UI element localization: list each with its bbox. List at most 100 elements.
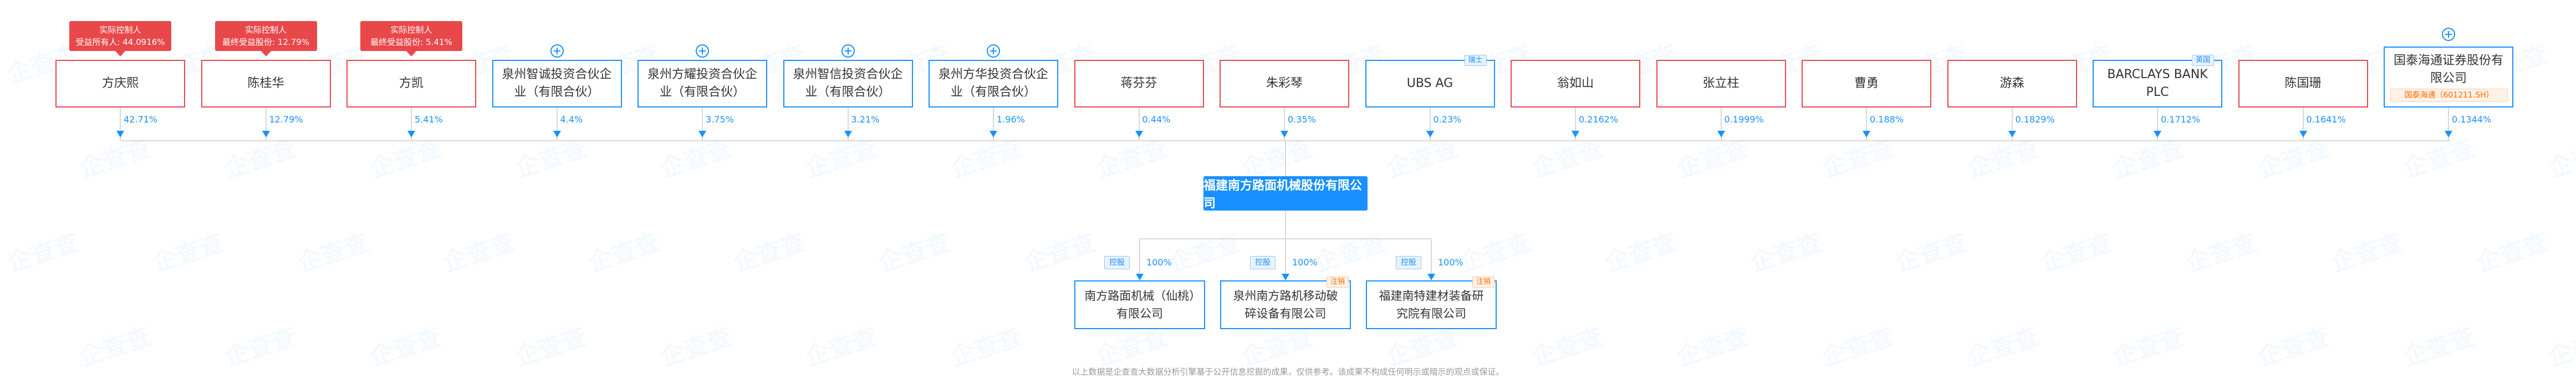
subsidiary-name: 福建南特建材装备研究院有限公司 [1379,289,1484,320]
watermark-text: 企查查 [947,322,1026,372]
shareholder-box[interactable]: 曹勇 [1802,60,1931,108]
shareholder-name: 泉州方华投资合伙企业（有限合伙） [938,68,1048,99]
expand-plus-icon[interactable] [2442,28,2455,41]
shareholder-name: 陈国珊 [2284,76,2322,90]
watermark-text: 企查查 [75,134,155,183]
trunk-line-top [1285,140,1286,176]
watermark-text: 企查查 [1891,228,1971,278]
shareholder-name: 泉州智信投资合伙企业（有限合伙） [793,68,903,99]
down-arrow-icon [698,131,706,137]
shareholder-box[interactable]: 陈国珊 [2238,60,2368,108]
shareholder-box[interactable]: UBS AG [1365,60,1495,108]
shareholder-box[interactable]: BARCLAYS BANK PLC [2093,60,2222,108]
down-arrow-icon [1282,274,1289,280]
shareholder-box[interactable]: 翁如山 [1511,60,1640,108]
badge-detail: 受益所有人: 44.0916% [75,37,165,47]
down-arrow-icon [2445,131,2452,137]
expand-plus-icon[interactable] [696,44,709,58]
shareholder-name: UBS AG [1406,76,1453,90]
trunk-line-bottom [1285,211,1286,238]
watermark-text: 企查查 [2544,322,2576,372]
subsidiary-box[interactable]: 泉州南方路机移动破碎设备有限公司 [1220,280,1351,329]
shareholder-connector [702,108,703,140]
watermark-text: 企查查 [584,228,664,278]
shareholder-box[interactable]: 游森 [1947,60,2077,108]
watermark-text: 企查查 [366,134,445,183]
watermark-text: 企查查 [1092,134,1171,183]
disclaimer-text: 以上数据是企查查大数据分析引擎基于公开信息挖掘的成果，仅供参考。该成果不构成任何… [1072,367,1504,377]
watermark-text: 企查查 [1310,228,1390,278]
watermark-text: 企查查 [439,228,518,278]
down-arrow-icon [1863,131,1870,137]
target-company-box[interactable]: 福建南方路面机械股份有限公司 [1203,176,1368,211]
watermark-text: 企查查 [1528,322,1607,372]
down-arrow-icon [553,131,561,137]
share-percentage: 5.41% [415,114,443,125]
watermark-text: 企查查 [1673,134,1752,183]
watermark-text: 企查查 [366,322,445,372]
expand-plus-icon[interactable] [841,44,855,58]
shareholder-connector [265,108,267,140]
subsidiary-name: 泉州南方路机移动破碎设备有限公司 [1233,289,1338,320]
watermark-text: 企查查 [221,134,300,183]
share-percentage: 42.71% [124,114,158,125]
shareholder-box[interactable]: 方庆熙 [55,60,185,108]
stock-code-tag[interactable]: 国泰海通（601211.SH） [2390,89,2508,102]
shareholder-box[interactable]: 张立柱 [1656,60,1786,108]
shareholder-connector [556,108,558,140]
shareholder-connector [2302,108,2304,140]
country-tag: 英国 [2192,55,2215,66]
down-arrow-icon [116,131,124,137]
actual-controller-badge: 实际控制人最终受益股份: 5.41% [360,21,462,57]
expand-plus-icon[interactable] [987,44,1000,58]
watermark-text: 企查查 [730,228,809,278]
share-percentage: 4.4% [560,114,583,125]
shareholder-box[interactable]: 泉州智诚投资合伙企业（有限合伙） [492,60,622,108]
watermark-text: 企查查 [2254,322,2333,372]
shareholder-box[interactable]: 朱彩琴 [1220,60,1349,108]
shareholder-connector [993,108,994,140]
share-percentage: 0.1641% [2306,114,2346,125]
control-tag: 控股 [1250,256,1276,269]
subsidiary-box[interactable]: 南方路面机械（仙桃）有限公司 [1074,280,1205,329]
watermark-text: 企查查 [802,322,881,372]
shareholder-connector [847,108,849,140]
watermark-text: 企查查 [1673,322,1752,372]
shareholder-box[interactable]: 方凯 [346,60,476,108]
subsidiary-percentage: 100% [1146,257,1172,268]
watermark-text: 企查查 [2182,228,2261,278]
watermark-text: 企查查 [511,322,590,372]
shareholder-box[interactable]: 泉州方耀投资合伙企业（有限合伙） [637,60,767,108]
shareholder-connector [2157,108,2158,140]
watermark-text: 企查查 [511,134,590,183]
badge-title: 实际控制人 [99,25,141,35]
watermark-text: 企查查 [2544,134,2576,183]
share-percentage: 0.188% [1870,114,1904,125]
shareholder-connector [1138,108,1140,140]
share-percentage: 12.79% [269,114,303,125]
share-percentage: 0.23% [1433,114,1462,125]
shareholder-name: 方凯 [399,76,424,90]
country-tag: 瑞士 [1464,55,1487,66]
shareholder-box[interactable]: 蒋芬芬 [1074,60,1204,108]
watermark-text: 企查查 [2327,228,2406,278]
badge-title: 实际控制人 [390,25,432,35]
shareholder-box[interactable]: 陈桂华 [201,60,331,108]
down-arrow-icon [1572,131,1579,137]
down-arrow-icon [2008,131,2016,137]
shareholder-name: 朱彩琴 [1266,76,1303,90]
shareholder-box[interactable]: 泉州智信投资合伙企业（有限合伙） [783,60,913,108]
share-percentage: 0.1344% [2452,114,2492,125]
shareholder-connector [2011,108,2013,140]
subsidiary-box[interactable]: 福建南特建材装备研究院有限公司 [1366,280,1497,329]
watermark-text: 企查查 [2254,134,2333,183]
shareholder-box[interactable]: 泉州方华投资合伙企业（有限合伙） [929,60,1058,108]
down-arrow-icon [844,131,852,137]
subsidiary-percentage: 100% [1292,257,1318,268]
watermark-text: 企查查 [1746,228,1825,278]
down-arrow-icon [1426,131,1434,137]
expand-plus-icon[interactable] [550,44,564,58]
shareholder-connector [1866,108,1867,140]
watermark-text: 企查查 [875,228,954,278]
watermark-text: 企查查 [1963,322,2043,372]
